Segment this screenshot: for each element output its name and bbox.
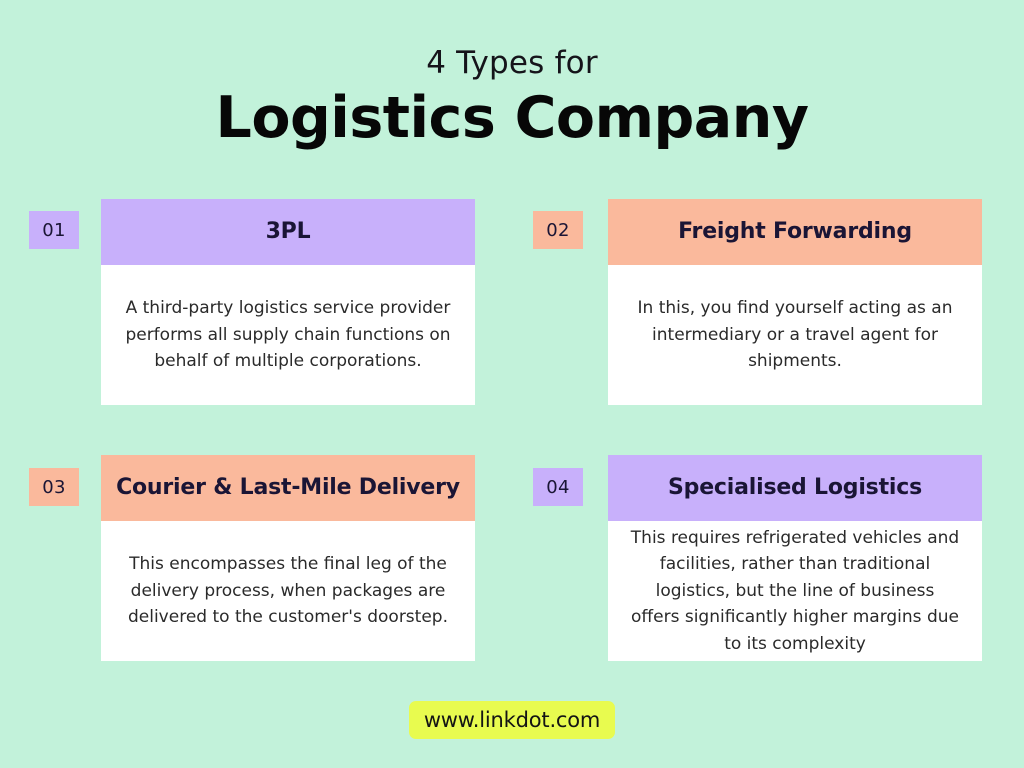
card-freight-forwarding: Freight Forwarding In this, you find you… <box>608 199 982 405</box>
card-heading-label: 3PL <box>265 218 311 244</box>
card-header-02: Freight Forwarding <box>608 199 982 265</box>
subtitle: 4 Types for <box>426 45 598 81</box>
card-number-label: 02 <box>546 219 570 241</box>
card-body-02: In this, you find yourself acting as an … <box>608 265 982 405</box>
card-number-badge-04: 04 <box>533 468 583 506</box>
card-number-label: 03 <box>42 476 66 498</box>
card-courier-last-mile-delivery: Courier & Last-Mile Delivery This encomp… <box>101 455 475 661</box>
card-number-badge-01: 01 <box>29 211 79 249</box>
footer-url-badge[interactable]: www.linkdot.com <box>409 701 615 739</box>
card-header-04: Specialised Logistics <box>608 455 982 521</box>
card-number-label: 04 <box>546 476 570 498</box>
card-3pl: 3PL A third-party logistics service prov… <box>101 199 475 405</box>
card-body-label: This requires refrigerated vehicles and … <box>630 528 960 654</box>
card-number-badge-03: 03 <box>29 468 79 506</box>
card-body-label: In this, you find yourself acting as an … <box>637 298 953 372</box>
card-body-label: A third-party logistics service provider… <box>125 298 451 372</box>
footer-url-label: www.linkdot.com <box>423 708 601 732</box>
card-body-04: This requires refrigerated vehicles and … <box>608 521 982 661</box>
card-heading-label: Courier & Last-Mile Delivery <box>116 474 460 500</box>
card-header-01: 3PL <box>101 199 475 265</box>
card-number-badge-02: 02 <box>533 211 583 249</box>
card-header-03: Courier & Last-Mile Delivery <box>101 455 475 521</box>
card-heading-label: Specialised Logistics <box>668 474 922 500</box>
title-block: 4 Types for Logistics Company <box>0 48 1024 149</box>
card-body-03: This encompasses the final leg of the de… <box>101 521 475 661</box>
card-body-01: A third-party logistics service provider… <box>101 265 475 405</box>
card-body-label: This encompasses the final leg of the de… <box>127 554 448 628</box>
page-title: Logistics Company <box>215 85 809 151</box>
card-heading-label: Freight Forwarding <box>678 218 912 244</box>
card-specialised-logistics: Specialised Logistics This requires refr… <box>608 455 982 661</box>
card-number-label: 01 <box>42 219 66 241</box>
